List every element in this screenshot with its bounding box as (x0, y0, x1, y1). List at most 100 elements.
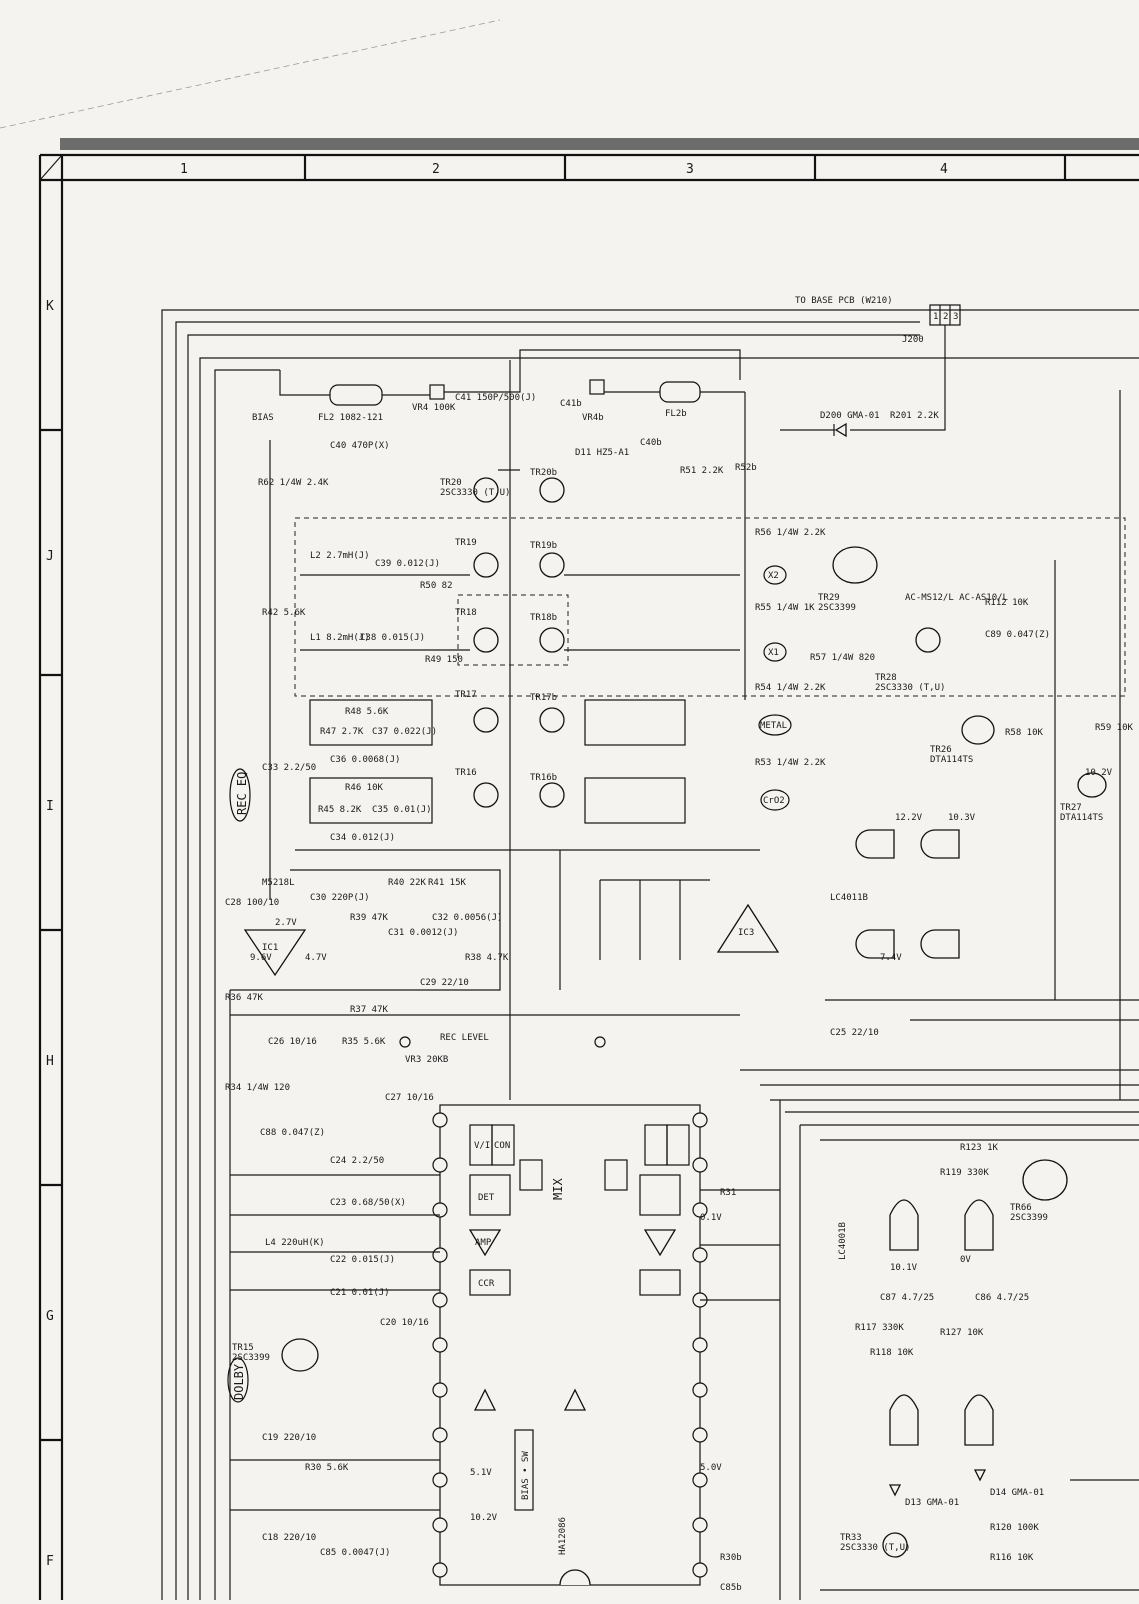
grid-row-label: K (46, 299, 54, 314)
diode-label: D13 GMA-01 (905, 1498, 959, 1508)
resistor-label: R30 5.6K (305, 1463, 349, 1473)
capacitor-label: C85b (720, 1583, 742, 1593)
capacitor-label: C38 0.015(J) (360, 633, 425, 643)
resistor-label: R36 47K (225, 993, 264, 1003)
voltage-label: 10.1V (890, 1263, 918, 1273)
voltage-label: 5.1V (470, 1468, 492, 1478)
capacitor-label: C87 4.7/25 (880, 1293, 934, 1303)
capacitor-label: C86 4.7/25 (975, 1293, 1029, 1303)
tr19-eq-stage: L2 2.7mH(J) C39 0.012(J) R50 82 TR19 TR1… (300, 528, 826, 591)
transistor-label: TR18b (530, 613, 557, 623)
transistor-label: TR15 (232, 1343, 254, 1353)
transistor-label: TR26 (930, 745, 952, 755)
ic2-block: V/I (474, 1141, 490, 1151)
transistor-label: TR33 (840, 1533, 862, 1543)
resistor-label: R45 8.2K (318, 805, 362, 815)
diode-label: D200 GMA-01 (820, 411, 880, 421)
dolby-components: C88 0.047(Z) C24 2.2/50 C23 0.68/50(X) L… (227, 1093, 440, 1558)
capacitor-label: C34 0.012(J) (330, 833, 395, 843)
connector-pin: 3 (953, 312, 958, 322)
voltage-label: 12.2V (895, 813, 923, 823)
capacitor-label: C27 10/16 (385, 1093, 434, 1103)
transistor-label: TR16b (530, 773, 557, 783)
transistor-part: 2SC3330 (T,U) (440, 488, 510, 498)
ic2-pin (432, 1562, 448, 1578)
voltage-label: 5.0V (700, 1463, 722, 1473)
capacitor-label: C40b (640, 438, 662, 448)
filter-label: FL2b (665, 409, 687, 419)
capacitor-label: C88 0.047(Z) (260, 1128, 325, 1138)
resistor-label: R54 1/4W 2.2K (755, 683, 826, 693)
voltage-label: 10.2V (470, 1513, 498, 1523)
transistor-label: TR18 (455, 608, 477, 618)
capacitor-label: C32 0.0056(J) (432, 913, 502, 923)
section-label-rec-level: REC LEVEL (440, 1033, 489, 1043)
diode-label: D11 HZ5-A1 (575, 448, 629, 458)
resistor-label: R56 1/4W 2.2K (755, 528, 826, 538)
rec-level-control: REC LEVEL VR3 20KB R35 5.6K C26 10/16 R3… (225, 1028, 879, 1093)
transistor-label: TR66 (1010, 1203, 1032, 1213)
voltage-label: 0V (960, 1255, 971, 1265)
resistor-label: R62 1/4W 2.4K (258, 478, 329, 488)
ic-ref: IC1 (262, 943, 278, 953)
rec-eq-badge (229, 768, 251, 822)
transistor-part: 2SC3399 (818, 603, 856, 613)
ic2-pin (432, 1382, 448, 1398)
mix-label: MIX (551, 1178, 565, 1200)
ic2-pin (692, 1337, 708, 1353)
ic2-pin (432, 1202, 448, 1218)
ic2-right-components: R31 R30b C85b (700, 1100, 801, 1600)
resistor-label: R57 1/4W 820 (810, 653, 875, 663)
grid-column-label: 3 (686, 162, 694, 177)
capacitor-label: C31 0.0012(J) (388, 928, 458, 938)
d200-r201-network: D200 GMA-01 R201 2.2K (780, 411, 939, 438)
ic2-block: AMP (475, 1238, 492, 1248)
resistor-label: R123 1K (960, 1143, 999, 1153)
grid-column-label: 4 (940, 162, 948, 177)
resistor-label: R50 82 (420, 581, 453, 591)
capacitor-label: C33 2.2/50 (262, 763, 316, 773)
resistor-label: R120 100K (990, 1523, 1039, 1533)
tape-mode-label: CrO2 (763, 796, 785, 806)
capacitor-label: C19 220/10 (262, 1433, 316, 1443)
ic-part: M5218L (262, 878, 295, 888)
transistor-label: TR20 (440, 478, 462, 488)
transistor-part: DTA114TS (1060, 813, 1103, 823)
resistor-label: R42 5.6K (262, 608, 306, 618)
connector-pin: 2 (943, 312, 948, 322)
resistor-label: R49 150 (425, 655, 463, 665)
tr18-eq-stage: R42 5.6K L1 8.2mH(J) C38 0.015(J) R49 15… (262, 603, 875, 665)
power-bus-wires (161, 309, 1139, 1600)
section-label-dolby: DOLBY (232, 1363, 246, 1400)
resistor-label: R39 47K (350, 913, 389, 923)
inductor-label: L4 220uH(K) (265, 1238, 325, 1248)
ic2-pin (692, 1247, 708, 1263)
resistor-label: R201 2.2K (890, 411, 939, 421)
tr20-pair: TR20 2SC3330 (T,U) TR20b (440, 468, 565, 503)
switching-transistors: TR29 2SC3399 TR28 2SC3330 (T,U) AC-MS12/… (818, 390, 1134, 1100)
transistor-label: TR17b (530, 693, 557, 703)
ic2-pin (432, 1517, 448, 1533)
resistor-label: R59 10K (1095, 723, 1134, 733)
diode-label: D14 GMA-01 (990, 1488, 1044, 1498)
ac-part-label: AC-MS12/L AC-AS10/L (905, 593, 1008, 603)
capacitor-label: C41 150P/500(J) (455, 393, 536, 403)
resistor-label: R41 15K (428, 878, 467, 888)
capacitor-label: C89 0.047(Z) (985, 630, 1050, 640)
resistor-label: R119 330K (940, 1168, 989, 1178)
capacitor-label: C20 10/16 (380, 1318, 429, 1328)
ic2-pin (692, 1427, 708, 1443)
connector-ref: J200 (902, 335, 924, 345)
capacitor-label: C29 22/10 (420, 978, 469, 988)
tr18-dashed-group (457, 594, 569, 666)
voltage-label: 9.6V (250, 953, 272, 963)
resistor-label: R117 330K (855, 1323, 904, 1333)
connector-label: TO BASE PCB (W210) (795, 296, 893, 306)
scan-shadow-band (60, 138, 1139, 150)
tape-mode-label: X2 (768, 571, 779, 581)
capacitor-label: C18 220/10 (262, 1533, 316, 1543)
transistor-label: TR16 (455, 768, 477, 778)
transistor-part: 2SC3330 (T,U) (875, 683, 945, 693)
resistor-label: R30b (720, 1553, 742, 1563)
resistor-label: R58 10K (1005, 728, 1044, 738)
